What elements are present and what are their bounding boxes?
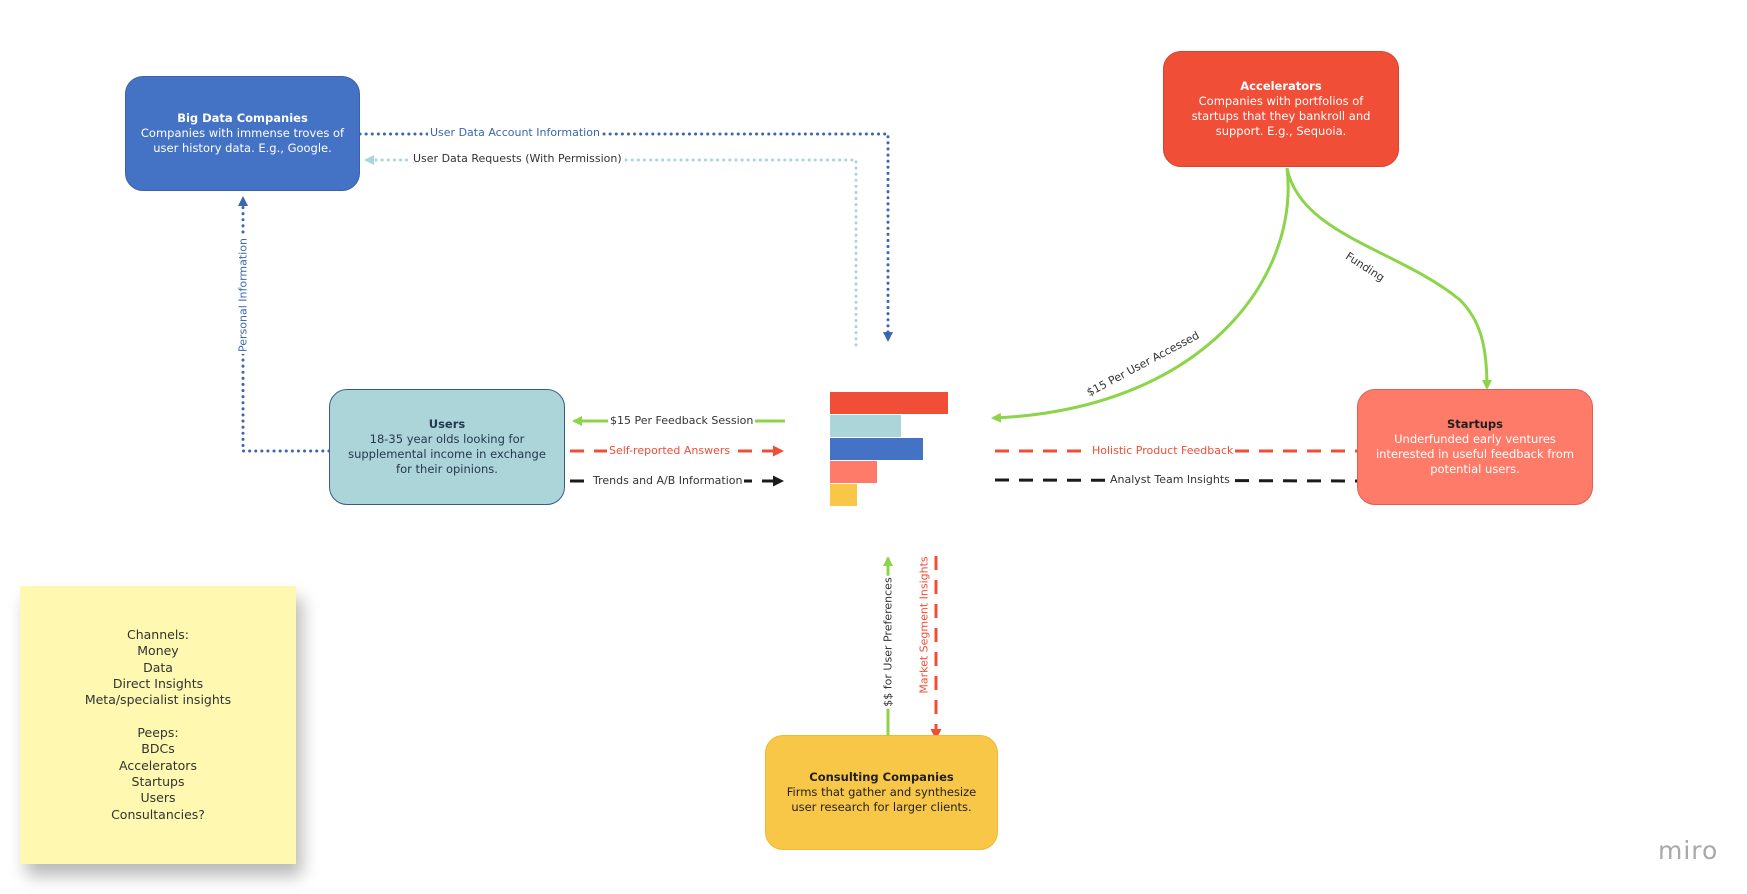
sticky-peeps-heading: Peeps:: [137, 724, 179, 740]
node-title: Users: [428, 417, 466, 431]
node-description: Underfunded early ventures interested in…: [1375, 432, 1575, 476]
sticky-line: Startups: [131, 774, 185, 790]
logo-bar-1: [830, 392, 948, 414]
node-description: Firms that gather and synthesize user re…: [786, 785, 977, 814]
label-user-data-requests: User Data Requests (With Permission): [411, 152, 624, 165]
node-startups[interactable]: Startups Underfunded early ventures inte…: [1357, 389, 1593, 505]
node-title: Accelerators: [1240, 79, 1322, 93]
edge-personal-information: [238, 196, 331, 453]
logo-bar-2: [830, 415, 901, 437]
node-description: 18-35 year olds looking for supplemental…: [348, 432, 546, 476]
label-holistic-feedback: Holistic Product Feedback: [1090, 444, 1236, 457]
node-description: Companies with portfolios of startups th…: [1191, 94, 1371, 138]
logo-bar-3: [830, 438, 923, 460]
sticky-line: Data: [143, 659, 173, 675]
label-analyst-insights: Analyst Team Insights: [1108, 473, 1232, 486]
node-users[interactable]: Users 18-35 year olds looking for supple…: [329, 389, 565, 505]
sticky-line: BDCs: [141, 741, 175, 757]
node-description: Companies with immense troves of user hi…: [140, 126, 345, 155]
label-user-data-account: User Data Account Information: [428, 126, 602, 139]
node-big-data-companies[interactable]: Big Data Companies Companies with immens…: [125, 76, 360, 191]
sticky-line: Direct Insights: [112, 675, 204, 691]
node-accelerators[interactable]: Accelerators Companies with portfolios o…: [1163, 51, 1399, 167]
logo-bar-5: [830, 484, 857, 506]
label-per-feedback-session: $15 Per Feedback Session: [608, 414, 756, 427]
node-title: Startups: [1447, 417, 1503, 431]
label-self-reported: Self-reported Answers: [607, 444, 733, 457]
node-title: Big Data Companies: [177, 111, 308, 125]
label-user-preferences: $$ for User Preferences: [881, 575, 895, 709]
sticky-line: Users: [140, 790, 176, 806]
center-logo-icon: [830, 392, 948, 506]
sticky-line: Consultancies?: [111, 806, 205, 822]
label-trends-ab: Trends and A/B Information: [591, 474, 745, 487]
node-title: Consulting Companies: [809, 770, 954, 784]
sticky-note[interactable]: Channels: Money Data Direct Insights Met…: [20, 586, 296, 864]
label-market-segment: Market Segment Insights: [917, 554, 931, 696]
miro-logo: miro: [1658, 836, 1719, 865]
logo-bar-4: [830, 461, 877, 483]
label-personal-information: Personal Information: [236, 236, 250, 354]
node-consulting-companies[interactable]: Consulting Companies Firms that gather a…: [765, 735, 998, 850]
sticky-channels-heading: Channels:: [126, 626, 190, 642]
edge-user-data-requests: [364, 155, 858, 347]
sticky-line: Accelerators: [119, 757, 197, 773]
edge-analyst-insights: [994, 475, 1368, 487]
edge-per-user-accessed: [991, 167, 1290, 423]
sticky-line: Money: [137, 643, 179, 659]
sticky-line: Meta/specialist insights: [84, 692, 232, 708]
edge-funding: [1285, 167, 1492, 390]
